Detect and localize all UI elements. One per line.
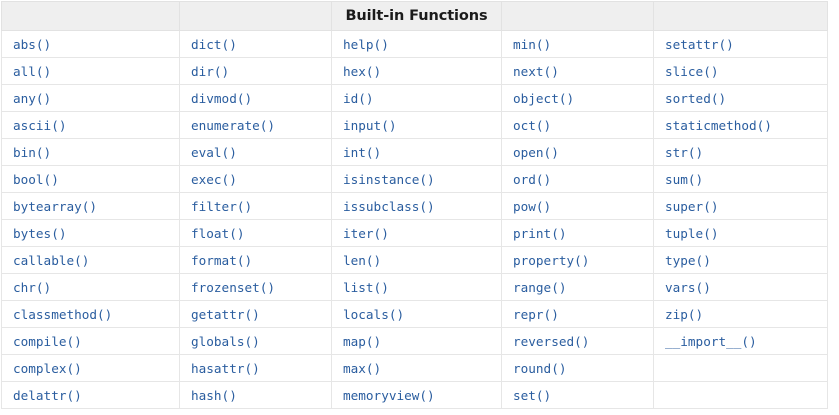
function-link[interactable]: float() [179,219,332,247]
function-link[interactable]: repr() [501,300,654,328]
function-link[interactable]: reversed() [501,327,654,355]
function-link[interactable]: dict() [179,30,332,58]
table-row: chr()frozenset()list()range()vars() [1,273,828,301]
function-link[interactable]: set() [501,381,654,409]
function-link[interactable]: __import__() [653,327,828,355]
function-link[interactable]: bytearray() [1,192,180,220]
function-link[interactable]: help() [331,30,502,58]
table-header-cell-2 [179,1,332,31]
function-link[interactable]: setattr() [653,30,828,58]
table-title: Built-in Functions [331,1,502,31]
table-row: bin()eval()int()open()str() [1,138,828,166]
function-link[interactable]: tuple() [653,219,828,247]
table-header-cell-5 [653,1,828,31]
function-link[interactable]: super() [653,192,828,220]
table-row: any()divmod()id()object()sorted() [1,84,828,112]
table-row: classmethod()getattr()locals()repr()zip(… [1,300,828,328]
function-link[interactable]: eval() [179,138,332,166]
function-link[interactable]: staticmethod() [653,111,828,139]
table-row: compile()globals()map()reversed()__impor… [1,327,828,355]
function-link[interactable]: hasattr() [179,354,332,382]
function-link[interactable]: range() [501,273,654,301]
function-link[interactable]: enumerate() [179,111,332,139]
function-link[interactable]: property() [501,246,654,274]
table-row: bytearray()filter()issubclass()pow()supe… [1,192,828,220]
function-link[interactable]: abs() [1,30,180,58]
function-link[interactable]: isinstance() [331,165,502,193]
function-link[interactable]: any() [1,84,180,112]
table-body: abs()dict()help()min()setattr()all()dir(… [1,30,828,409]
function-link[interactable]: print() [501,219,654,247]
function-link[interactable]: open() [501,138,654,166]
function-link[interactable]: ord() [501,165,654,193]
function-link[interactable]: classmethod() [1,300,180,328]
table-row: ascii()enumerate()input()oct()staticmeth… [1,111,828,139]
function-link[interactable]: str() [653,138,828,166]
table-row: callable()format()len()property()type() [1,246,828,274]
function-link[interactable]: frozenset() [179,273,332,301]
function-link[interactable]: complex() [1,354,180,382]
function-link[interactable]: map() [331,327,502,355]
table-row: abs()dict()help()min()setattr() [1,30,828,58]
function-link[interactable]: vars() [653,273,828,301]
function-link[interactable]: dir() [179,57,332,85]
function-link[interactable]: round() [501,354,654,382]
function-link[interactable]: pow() [501,192,654,220]
function-link[interactable]: filter() [179,192,332,220]
function-link[interactable]: bytes() [1,219,180,247]
table-header: Built-in Functions [1,1,828,31]
function-link[interactable]: next() [501,57,654,85]
table-row: bytes()float()iter()print()tuple() [1,219,828,247]
table-cell-empty [653,354,828,382]
function-link[interactable]: iter() [331,219,502,247]
function-link[interactable]: sum() [653,165,828,193]
function-link[interactable]: exec() [179,165,332,193]
builtin-functions-table: Built-in Functions abs()dict()help()min(… [1,1,828,409]
table-header-cell-4 [501,1,654,31]
function-link[interactable]: ascii() [1,111,180,139]
function-link[interactable]: oct() [501,111,654,139]
function-link[interactable]: chr() [1,273,180,301]
function-link[interactable]: bin() [1,138,180,166]
function-link[interactable]: list() [331,273,502,301]
table-row: all()dir()hex()next()slice() [1,57,828,85]
function-link[interactable]: divmod() [179,84,332,112]
function-link[interactable]: hex() [331,57,502,85]
function-link[interactable]: callable() [1,246,180,274]
function-link[interactable]: delattr() [1,381,180,409]
function-link[interactable]: globals() [179,327,332,355]
table-header-row: Built-in Functions [1,1,828,31]
function-link[interactable]: max() [331,354,502,382]
function-link[interactable]: issubclass() [331,192,502,220]
function-link[interactable]: min() [501,30,654,58]
function-link[interactable]: slice() [653,57,828,85]
table-row: bool()exec()isinstance()ord()sum() [1,165,828,193]
function-link[interactable]: memoryview() [331,381,502,409]
function-link[interactable]: type() [653,246,828,274]
table-row: delattr()hash()memoryview()set() [1,381,828,409]
function-link[interactable]: all() [1,57,180,85]
function-link[interactable]: len() [331,246,502,274]
function-link[interactable]: hash() [179,381,332,409]
function-link[interactable]: getattr() [179,300,332,328]
function-link[interactable]: compile() [1,327,180,355]
function-link[interactable]: sorted() [653,84,828,112]
function-link[interactable]: format() [179,246,332,274]
function-link[interactable]: bool() [1,165,180,193]
function-link[interactable]: locals() [331,300,502,328]
function-link[interactable]: input() [331,111,502,139]
table-header-cell-1 [1,1,180,31]
function-link[interactable]: id() [331,84,502,112]
function-link[interactable]: object() [501,84,654,112]
builtin-functions-table-container: Built-in Functions abs()dict()help()min(… [1,1,828,409]
function-link[interactable]: zip() [653,300,828,328]
function-link[interactable]: int() [331,138,502,166]
table-cell-empty [653,381,828,409]
table-row: complex()hasattr()max()round() [1,354,828,382]
